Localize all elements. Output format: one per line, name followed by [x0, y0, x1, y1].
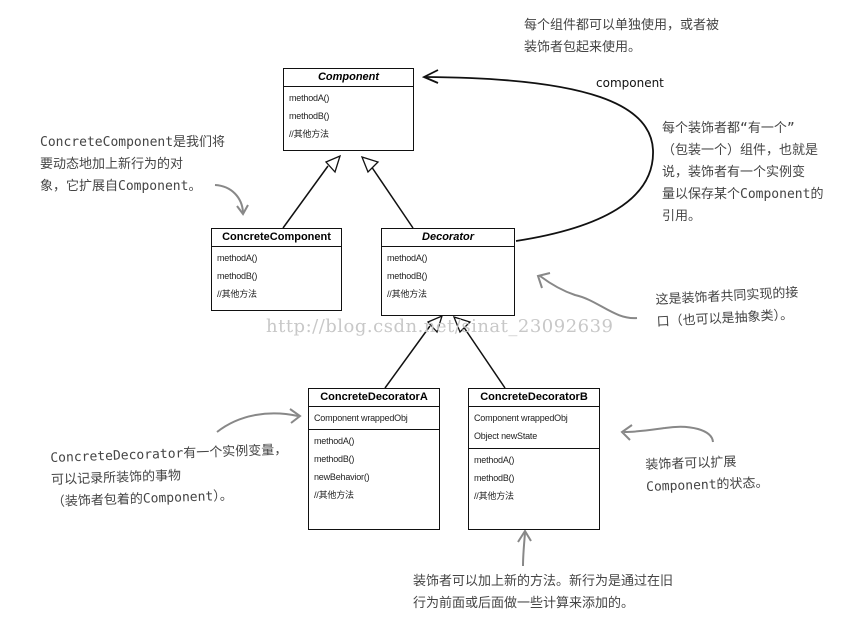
methods-section: methodA() methodB() newBehavior() //其他方法	[309, 430, 439, 506]
method-comment: //其他方法	[217, 289, 257, 299]
note-new-methods: 装饰者可以加上新的方法。新行为是通过在旧 行为前面或后面做一些计算来添加的。	[413, 574, 674, 611]
method: newBehavior()	[314, 472, 370, 482]
method: methodB()	[217, 271, 258, 281]
annotation-arrow-new-methods	[517, 529, 532, 567]
watermark: http://blog.csdn.net/sinat_23092639	[266, 316, 614, 337]
method: methodB()	[387, 271, 428, 281]
class-concrete-decorator-b[interactable]: ConcreteDecoratorB Component wrappedObj …	[468, 388, 600, 530]
method: methodA()	[474, 455, 515, 465]
annotation-arrow-extend-state	[620, 424, 714, 443]
class-concrete-decorator-a[interactable]: ConcreteDecoratorA Component wrappedObj …	[308, 388, 440, 530]
methods-section: methodA() methodB() //其他方法	[284, 87, 413, 145]
class-concrete-component[interactable]: ConcreteComponent methodA() methodB() //…	[211, 228, 342, 311]
note-instance-var: ConcreteDecorator有一个实例变量， 可以记录所装饰的事物 （装饰…	[50, 442, 288, 510]
method-comment: //其他方法	[474, 491, 514, 501]
note-extend-state: 装饰者可以扩展 Component的状态。	[645, 454, 769, 495]
association-label: component	[596, 76, 664, 90]
method: methodB()	[474, 473, 515, 483]
method: methodA()	[217, 253, 258, 263]
field: Component wrappedObj	[314, 413, 408, 423]
inheritance-decorator-to-component	[360, 155, 414, 229]
method: methodB()	[314, 454, 355, 464]
class-name: Component	[284, 69, 413, 87]
method: methodA()	[289, 93, 330, 103]
annotation-arrow-instance-var	[216, 408, 302, 433]
method: methodA()	[314, 436, 355, 446]
fields-section: Component wrappedObj Object newState	[469, 407, 599, 449]
method-comment: //其他方法	[387, 289, 427, 299]
method-comment: //其他方法	[314, 490, 354, 500]
note-concrete-component: ConcreteComponent是我们将 要动态地加上新行为的对 象，它扩展自…	[40, 135, 226, 194]
inheritance-concretecomponent-to-component	[282, 154, 342, 229]
note-top: 每个组件都可以单独使用，或者被 装饰者包起来使用。	[524, 18, 720, 55]
fields-section: Component wrappedObj	[309, 407, 439, 430]
methods-section: methodA() methodB() //其他方法	[382, 247, 514, 305]
method: methodB()	[289, 111, 330, 121]
class-decorator[interactable]: Decorator methodA() methodB() //其他方法	[381, 228, 515, 316]
class-name: ConcreteDecoratorA	[309, 389, 439, 407]
methods-section: methodA() methodB() //其他方法	[469, 449, 599, 507]
annotation-arrow-interface	[536, 272, 638, 320]
methods-section: methodA() methodB() //其他方法	[212, 247, 341, 305]
field: Object newState	[474, 431, 538, 441]
note-has-a: 每个装饰者都“有一个” （包装一个）组件，也就是 说，装饰者有一个实例变 量以保…	[662, 121, 824, 224]
method-comment: //其他方法	[289, 129, 329, 139]
method: methodA()	[387, 253, 428, 263]
association-decorator-to-component	[421, 69, 654, 242]
class-name: Decorator	[382, 229, 514, 247]
class-name: ConcreteComponent	[212, 229, 341, 247]
class-component[interactable]: Component methodA() methodB() //其他方法	[283, 68, 414, 151]
field: Component wrappedObj	[474, 413, 568, 423]
note-interface: 这是装饰者共同实现的接 口（也可以是抽象类）。	[655, 285, 799, 330]
class-name: ConcreteDecoratorB	[469, 389, 599, 407]
